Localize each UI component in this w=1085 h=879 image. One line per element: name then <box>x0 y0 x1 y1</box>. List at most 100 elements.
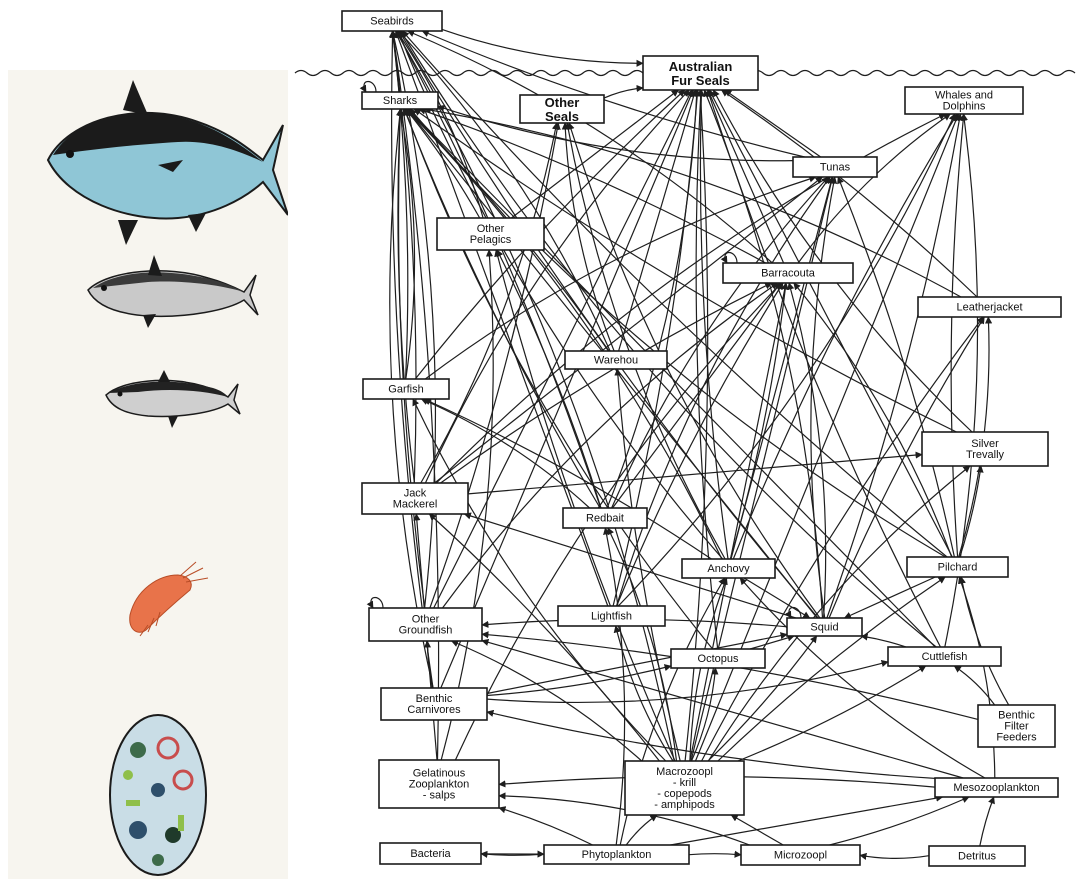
feeding-link-sharks-to-seabirds <box>393 31 399 92</box>
trophic-groups: SeabirdsAustralianFur SealsSharks OtherSe… <box>342 11 1061 866</box>
node-octopus: Octopus <box>671 649 765 668</box>
node-garfish: Garfish <box>363 379 449 399</box>
node-label: Phytoplankton <box>582 849 652 861</box>
node-squid: Squid <box>787 618 862 636</box>
feeding-link-benthic_carnivores-to-fur_seals <box>441 90 694 688</box>
feeding-link-squid-to-other_seals <box>569 123 820 618</box>
node-pilchard: Pilchard <box>907 557 1008 577</box>
node-sharks: Sharks <box>362 92 438 109</box>
feeding-link-cuttlefish-to-squid <box>861 636 906 647</box>
feeding-link-phytoplankton-to-macrozoopl <box>626 815 657 845</box>
node-benthic-filter: BenthicFilterFeeders <box>978 705 1055 747</box>
node-label: Carnivores <box>407 704 461 716</box>
feeding-link-octopus-to-squid <box>750 636 794 649</box>
node-cuttlefish: Cuttlefish <box>888 647 1001 666</box>
node-label: Barracouta <box>761 268 816 280</box>
node-label: Pilchard <box>938 562 978 574</box>
feeding-link-pilchard-to-whales <box>951 114 964 557</box>
node-label: Garfish <box>388 384 423 396</box>
node-mesozooplankton: Mesozooplankton <box>935 778 1058 797</box>
feeding-link-lightfish-to-tunas <box>617 177 831 606</box>
feeding-link-benthic_filter-to-pilchard <box>961 577 1009 705</box>
node-redbait: Redbait <box>563 508 647 528</box>
feeding-link-mesozooplankton-to-pilchard <box>959 577 995 778</box>
node-whales: Whales andDolphins <box>905 87 1023 114</box>
node-label: - amphipods <box>654 799 715 811</box>
node-phytoplankton: Phytoplankton <box>544 845 689 864</box>
node-seabirds: Seabirds <box>342 11 442 31</box>
node-label: Lightfish <box>591 611 632 623</box>
node-leatherjacket: Leatherjacket <box>918 297 1061 317</box>
node-label: Microzoopl <box>774 850 827 862</box>
feeding-link-phytoplankton-to-redbait <box>605 528 624 845</box>
feeding-link-phytoplankton-to-microzoopl <box>689 854 741 855</box>
node-label: Sharks <box>383 95 418 107</box>
feeding-link-other_groundfish-to-other_groundfish <box>371 598 383 609</box>
feeding-link-phytoplankton-to-gelatinous <box>499 808 593 845</box>
node-gelatinous: GelatinousZooplankton- salps <box>379 760 499 808</box>
feeding-link-macrozoopl-to-octopus <box>692 668 716 761</box>
node-label: Seabirds <box>370 16 414 28</box>
node-label: Fur Seals <box>671 73 730 88</box>
node-barracouta: Barracouta <box>723 263 853 283</box>
feeding-link-macrozoopl-to-leatherjacket <box>702 317 984 761</box>
node-other-pelagics: OtherPelagics <box>437 218 544 250</box>
feeding-link-detritus-to-mesozooplankton <box>980 797 994 846</box>
feeding-link-detritus-to-microzoopl <box>860 855 929 858</box>
node-microzoopl: Microzoopl <box>741 845 860 865</box>
node-label: Other <box>545 95 580 110</box>
node-warehou: Warehou <box>565 351 667 369</box>
feeding-link-macrozoopl-to-other_pelagics <box>496 250 675 761</box>
node-tunas: Tunas <box>793 157 877 177</box>
feeding-link-pilchard-to-squid <box>845 577 936 618</box>
feeding-links <box>364 29 1009 858</box>
node-label: Australian <box>669 59 733 74</box>
node-label: Dolphins <box>943 101 986 113</box>
feeding-link-benthic_carnivores-to-octopus <box>487 666 671 696</box>
feeding-link-jack_mackerel-to-silver_trevally <box>468 455 922 494</box>
node-bacteria: Bacteria <box>380 843 481 864</box>
node-label: Detritus <box>958 851 996 863</box>
feeding-link-macrozoopl-to-cuttlefish <box>738 666 926 761</box>
node-label: Warehou <box>594 355 638 367</box>
node-label: - salps <box>423 790 456 802</box>
feeding-link-leatherjacket-to-sharks <box>424 109 961 297</box>
node-label: Anchovy <box>707 563 750 575</box>
node-lightfish: Lightfish <box>558 606 665 626</box>
node-label: Tunas <box>820 162 851 174</box>
node-macrozoopl: Macrozoopl- krill- copepods- amphipods <box>625 761 744 815</box>
node-anchovy: Anchovy <box>682 559 775 578</box>
node-label: Octopus <box>698 653 739 665</box>
node-label: Trevally <box>966 449 1005 461</box>
node-label: Mackerel <box>393 499 438 511</box>
node-other-seals: OtherSeals <box>520 95 604 124</box>
feeding-link-redbait-to-other_pelagics <box>497 250 601 508</box>
feeding-link-macrozoopl-to-redbait <box>608 528 677 761</box>
node-label: Bacteria <box>410 848 451 860</box>
feeding-link-redbait-to-fur_seals <box>607 90 697 508</box>
feeding-link-warehou-to-other_seals <box>565 123 614 351</box>
feeding-link-sharks-to-sharks <box>364 82 376 93</box>
node-label: Feeders <box>996 732 1037 744</box>
feeding-link-mesozooplankton-to-anchovy <box>740 578 985 778</box>
feeding-link-squid-to-whales <box>827 114 961 618</box>
feeding-link-anchovy-to-garfish <box>424 399 711 559</box>
feeding-link-barracouta-to-barracouta <box>725 253 737 264</box>
node-label: Leatherjacket <box>956 302 1022 314</box>
feeding-link-silver_trevally-to-fur_seals <box>713 90 972 432</box>
node-label: Squid <box>810 622 838 634</box>
node-detritus: Detritus <box>929 846 1025 866</box>
node-label: Cuttlefish <box>922 651 968 663</box>
feeding-link-other_seals-to-fur_seals <box>604 88 643 98</box>
feeding-link-other_groundfish-to-sharks <box>399 109 425 608</box>
node-label: Seals <box>545 109 579 124</box>
node-label: Redbait <box>586 513 624 525</box>
node-label: Groundfish <box>399 625 453 637</box>
